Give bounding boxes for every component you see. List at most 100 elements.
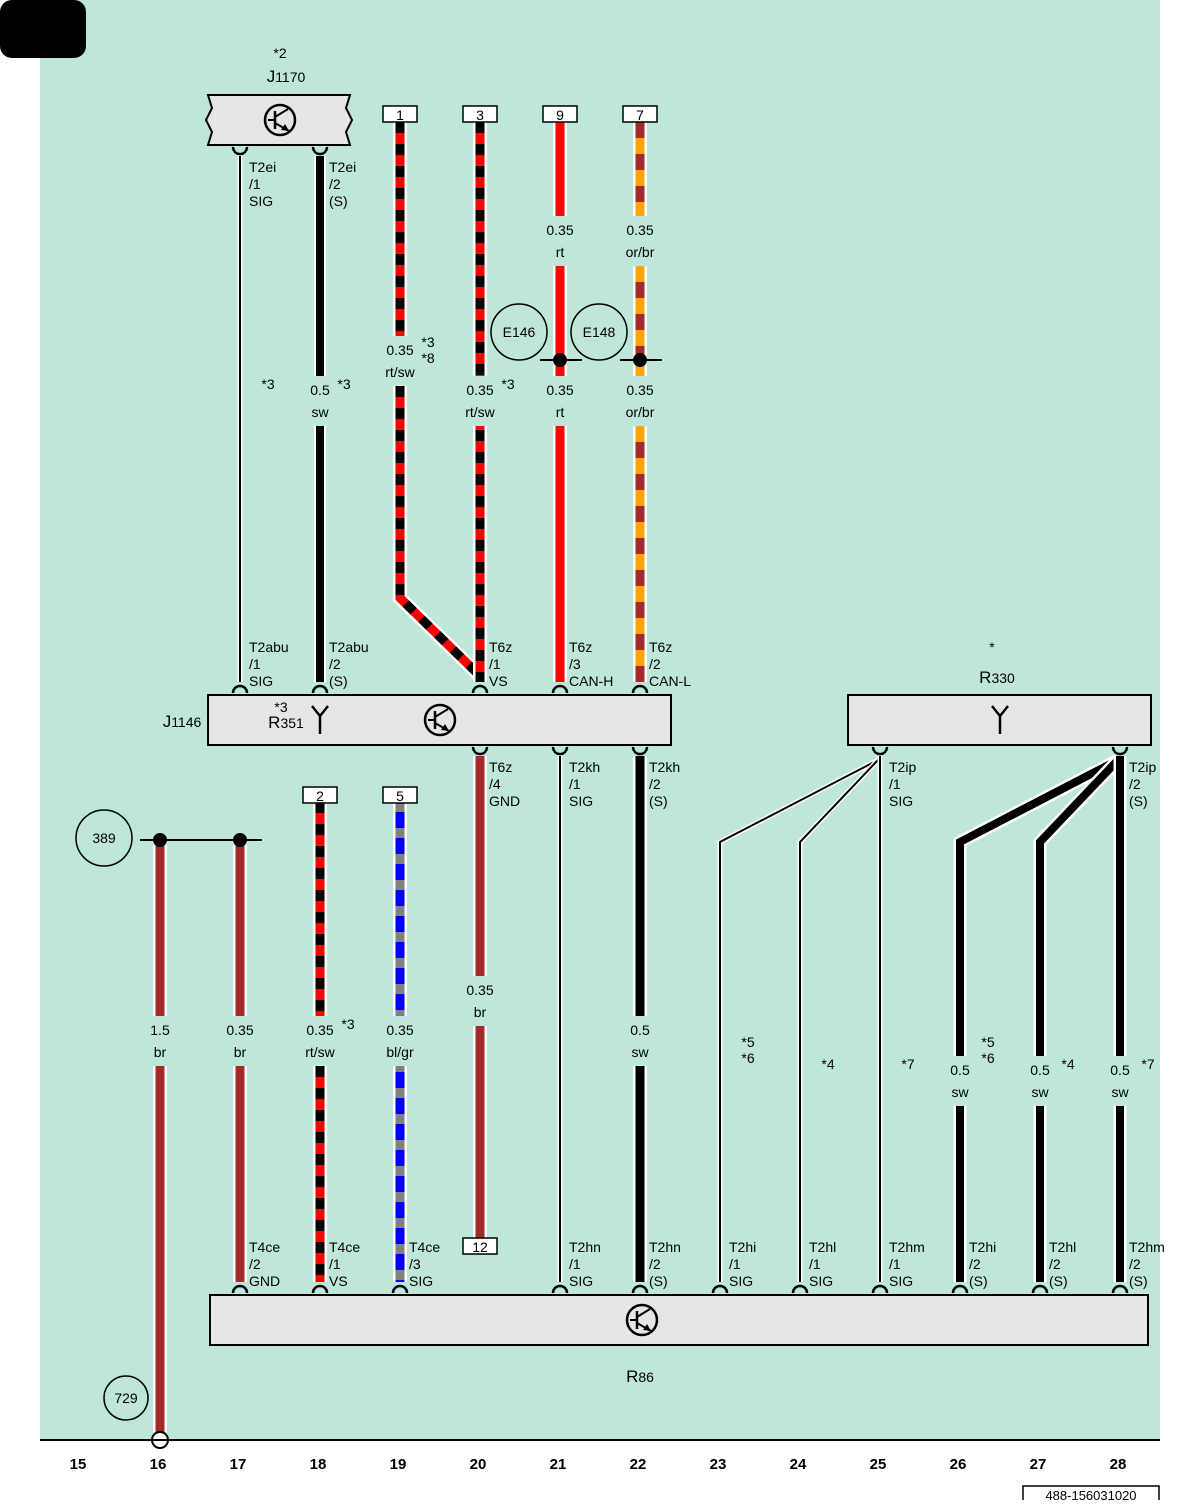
antenna-icon: [991, 705, 1009, 734]
connector-pin-arc: [311, 146, 329, 156]
wire-label-w21a_top-0: 0.35: [546, 222, 573, 238]
wire-label-w22a_top-1: or/br: [626, 244, 655, 260]
wire-label-w18a-0: 0.35: [386, 342, 413, 358]
wire-label-w17b-0: 0.35: [226, 1022, 253, 1038]
transistor-icon: [625, 1303, 659, 1337]
wire-note-w18a_note-0: *3: [421, 334, 434, 350]
connector-label-t2kh1-1: /1: [569, 776, 581, 792]
wire-label-w22a_bot-1: or/br: [626, 404, 655, 420]
connector-pin-arc: [471, 746, 489, 756]
connector-pin-arc: [551, 746, 569, 756]
grid-number-21: 21: [550, 1456, 567, 1473]
wire-23-sig: [719, 759, 879, 1282]
wire-label-gaps: [138, 216, 1144, 1106]
connector-label-t6z3-2: CAN-H: [569, 673, 613, 689]
connector-label-t6z4-2: GND: [489, 793, 520, 809]
connector-label-t6z2-0: T6z: [649, 639, 672, 655]
component-j1170-box: [204, 94, 354, 146]
connector-label-t2hi2-2: (S): [969, 1273, 988, 1289]
connector-label-t4ce3-0: T4ce: [409, 1239, 440, 1255]
connector-pin-arc: [711, 1284, 729, 1294]
pin-box-2: 2: [316, 788, 324, 804]
connector-label-t2hi2-0: T2hi: [969, 1239, 996, 1255]
connector-label-t2kh1-0: T2kh: [569, 759, 600, 775]
connector-label-t2abu1-2: SIG: [249, 673, 273, 689]
wire-label-w19-0: 0.35: [386, 1022, 413, 1038]
wire-label-w18a-1: rt/sw: [385, 364, 415, 380]
connector-label-t2hl2-2: (S): [1049, 1273, 1068, 1289]
connector-label-t6z1-2: VS: [489, 673, 508, 689]
connector-label-t2ei2-1: /2: [329, 176, 341, 192]
connector-label-t6z4-1: /4: [489, 776, 501, 792]
r330-star: *: [989, 639, 995, 655]
j1170-label: J1170: [267, 67, 306, 86]
wire-label-w18b-1: sw: [311, 404, 329, 420]
wire-label-w16-0: 1.5: [150, 1022, 170, 1038]
connector-label-t2abu2-1: /2: [329, 656, 341, 672]
wire-note-w20a_note-0: *3: [501, 376, 514, 392]
connector-pin-arc: [871, 1284, 889, 1294]
connector-label-t2ip2-2: (S): [1129, 793, 1148, 809]
grid-number-17: 17: [230, 1456, 247, 1473]
component-j1146-box: [207, 694, 672, 746]
connector-label-t4ce3-1: /3: [409, 1256, 421, 1272]
wire-label-w20b-0: 0.35: [466, 982, 493, 998]
connector-label-t2hm1-0: T2hm: [889, 1239, 925, 1255]
connector-label-t2ei2-2: (S): [329, 193, 348, 209]
connector-label-t2ei2-0: T2ei: [329, 159, 356, 175]
connector-pin-arc: [951, 1284, 969, 1294]
connector-label-t2hn1-1: /1: [569, 1256, 581, 1272]
ref-e146: E146: [503, 324, 536, 340]
grid-number-23: 23: [710, 1456, 727, 1473]
connector-pin-arc: [1111, 746, 1129, 756]
wire-note-w26_note-1: *6: [981, 1050, 994, 1066]
connector-label-t4ce1-1: /1: [329, 1256, 341, 1272]
splice-dot: [633, 353, 647, 367]
connector-pin-arc: [1111, 1284, 1129, 1294]
pin-box-7: 7: [636, 107, 644, 123]
connector-pin-arc: [471, 684, 489, 694]
connector-pin-arc: [1031, 1284, 1049, 1294]
wire-label-w27-1: sw: [1031, 1084, 1049, 1100]
wire-label-w26-1: sw: [951, 1084, 969, 1100]
connector-label-t2ip1-0: T2ip: [889, 759, 916, 775]
wire-label-w18c-1: rt/sw: [305, 1044, 335, 1060]
grid-number-22: 22: [630, 1456, 647, 1473]
connector-pins: [231, 146, 1129, 1294]
connector-pin-arc: [871, 746, 889, 756]
ref-729: 729: [114, 1390, 138, 1406]
antenna-icon: [311, 705, 329, 734]
connector-label-t2ip2-0: T2ip: [1129, 759, 1156, 775]
connector-label-t6z2-2: CAN-L: [649, 673, 691, 689]
connector-label-t6z2-1: /2: [649, 656, 661, 672]
connector-label-t2abu2-0: T2abu: [329, 639, 369, 655]
connector-pin-arc: [231, 146, 249, 156]
connector-pin-arc: [631, 746, 649, 756]
connector-label-t2ip1-2: SIG: [889, 793, 913, 809]
connector-label-t2abu1-1: /1: [249, 656, 261, 672]
wire-label-w27-0: 0.5: [1030, 1062, 1050, 1078]
wire-label-w16-1: br: [154, 1044, 167, 1060]
connector-pin-arc: [231, 1284, 249, 1294]
doc-number: 488-156031020: [1045, 1488, 1136, 1500]
wire-label-layer: 0.35rt/sw0.35rt/sw0.35rt0.35rt0.35or/br0…: [150, 222, 1155, 1100]
connector-label-t2hn1-0: T2hn: [569, 1239, 601, 1255]
j1170-star: *2: [273, 45, 286, 61]
connector-label-t2hl1-0: T2hl: [809, 1239, 836, 1255]
connector-label-t4ce3-2: SIG: [409, 1273, 433, 1289]
transistor-icon: [423, 703, 457, 737]
wire-note-w18a_note-1: *8: [421, 350, 434, 366]
connector-pin-arc: [551, 1284, 569, 1294]
wire-note-w26_note-0: *5: [981, 1034, 994, 1050]
connector-pin-arc: [311, 684, 329, 694]
splice-dot: [233, 833, 247, 847]
connector-label-t4ce2-2: GND: [249, 1273, 280, 1289]
wire-note-w28_note-0: *7: [1141, 1056, 1154, 1072]
grid-number-19: 19: [390, 1456, 407, 1473]
connector-pin-arc: [391, 1284, 409, 1294]
connector-label-t2hn2-1: /2: [649, 1256, 661, 1272]
wire-label-w26-0: 0.5: [950, 1062, 970, 1078]
component-r86-box: [209, 1294, 1149, 1346]
connector-label-t2hn1-2: SIG: [569, 1273, 593, 1289]
wire-note-w27_note-0: *4: [1061, 1056, 1074, 1072]
